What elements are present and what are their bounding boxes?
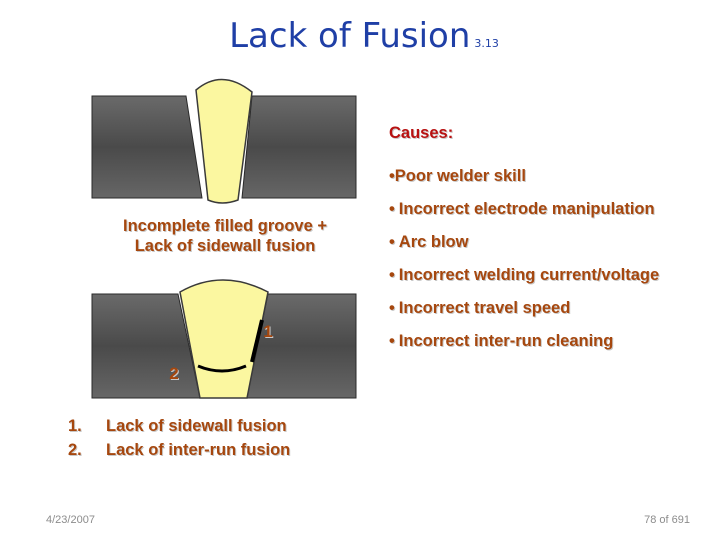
top-left-plate	[91, 95, 203, 199]
top-weld-diagram	[91, 78, 357, 204]
causes-list: • Poor welder skill • Incorrect electrod…	[389, 166, 689, 364]
page-number: 78 of 691	[644, 514, 690, 526]
defect-list-number: 1.	[68, 417, 82, 435]
cause-text: Incorrect travel speed	[398, 299, 571, 317]
defect-list: 1. Lack of sidewall fusion 2. Lack of in…	[68, 414, 290, 462]
cause-text: Incorrect electrode manipulation	[398, 200, 655, 218]
inter-run-defect-line	[197, 364, 247, 373]
defect-list-text: Lack of inter-run fusion	[106, 441, 291, 459]
top-diagram-caption: Incomplete filled groove + Lack of sidew…	[80, 216, 370, 256]
cause-text: Incorrect inter-run cleaning	[398, 332, 614, 350]
marker-2: 2	[169, 364, 179, 383]
cause-text: Incorrect welding current/voltage	[398, 266, 660, 284]
causes-heading: Causes:	[389, 124, 454, 142]
top-caption-line2: Lack of sidewall fusion	[134, 237, 316, 255]
footer-date: 4/23/2007	[46, 514, 95, 526]
cause-item: • Poor welder skill	[389, 166, 689, 187]
sidewall-defect-line	[250, 319, 264, 363]
cause-item: • Incorrect electrode manipulation	[389, 199, 689, 220]
cause-item: • Incorrect inter-run cleaning	[389, 331, 689, 352]
section-reference: 3.13	[474, 37, 499, 50]
defect-list-item: 1. Lack of sidewall fusion	[68, 414, 290, 438]
cause-text: Poor welder skill	[394, 167, 526, 185]
defect-list-text: Lack of sidewall fusion	[106, 417, 287, 435]
bullet-icon: •	[389, 167, 395, 185]
bullet-icon: •	[389, 299, 395, 317]
cause-text: Arc blow	[398, 233, 469, 251]
defect-list-item: 2. Lack of inter-run fusion	[68, 438, 290, 462]
slide-title-text: Lack of Fusion	[229, 16, 471, 56]
bullet-icon: •	[389, 233, 395, 251]
defect-list-number: 2.	[68, 441, 82, 459]
bottom-weld-diagram	[91, 279, 357, 399]
cause-item: • Incorrect travel speed	[389, 298, 689, 319]
top-weld-bead	[195, 78, 253, 204]
bullet-icon: •	[389, 332, 395, 350]
marker-1: 1	[263, 322, 273, 341]
cause-item: • Incorrect welding current/voltage	[389, 265, 689, 286]
bullet-icon: •	[389, 266, 395, 284]
cause-item: • Arc blow	[389, 232, 689, 253]
bullet-icon: •	[389, 200, 395, 218]
top-right-plate	[241, 95, 357, 199]
top-caption-line1: Incomplete filled groove +	[122, 217, 327, 235]
